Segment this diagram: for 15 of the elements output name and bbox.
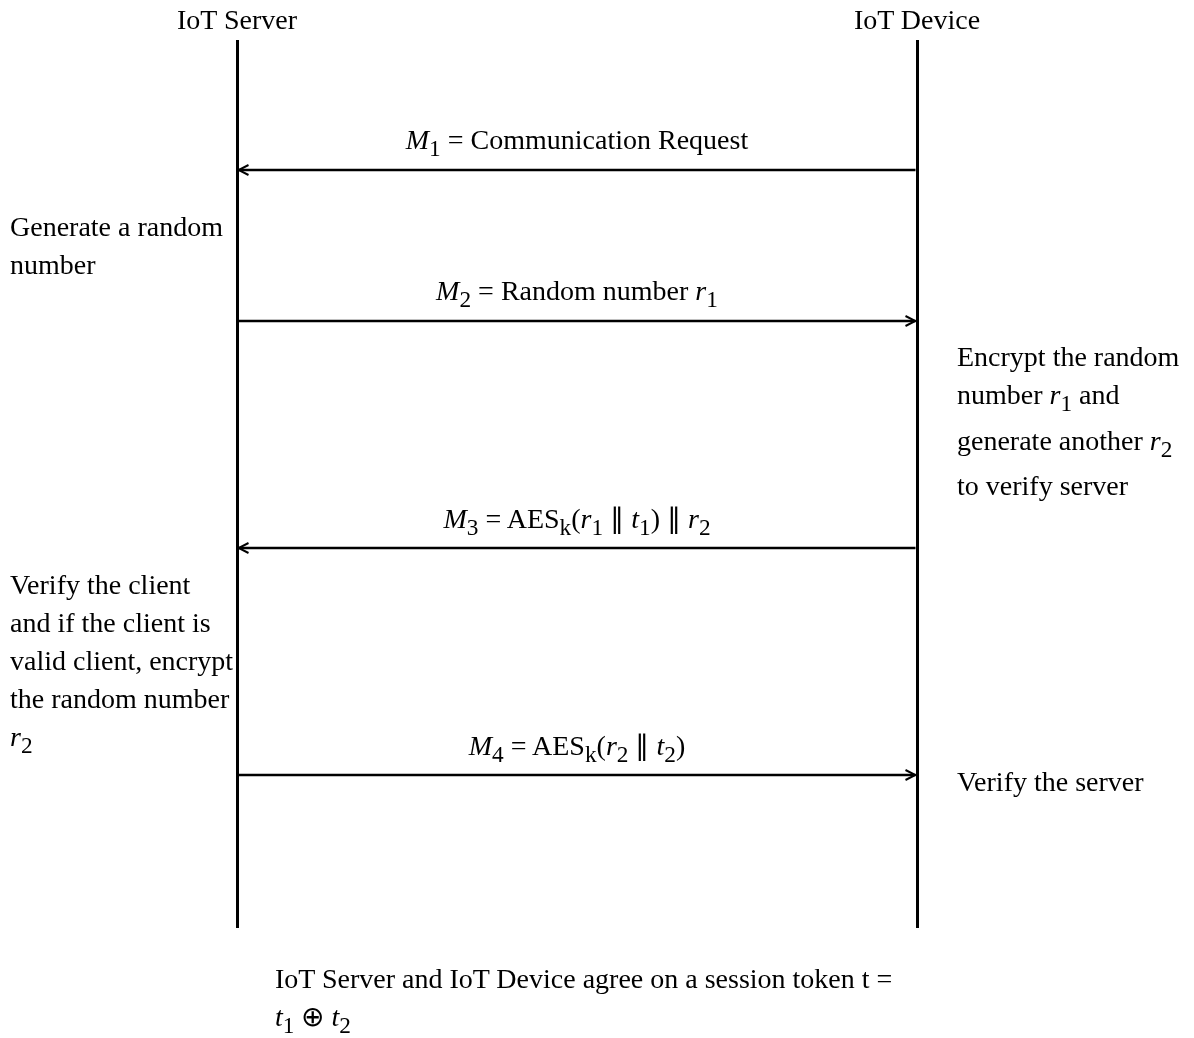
message-arrow <box>237 542 916 554</box>
message-arrow <box>237 164 916 176</box>
step-note: Encrypt the random number r$_{1}$ and generate another r$_{2}$ to verify server <box>957 340 1181 504</box>
message-arrow <box>238 315 917 327</box>
message-label: M$_{1}$ = Communication Request <box>405 124 749 162</box>
participant-label: IoT Device <box>852 4 982 36</box>
message-arrow <box>238 769 917 781</box>
step-note: Generate a random number <box>10 210 224 282</box>
caption: IoT Server and IoT Device agree on a session token t = t$_{1}$ ⊕ t$_{2}$ <box>275 962 894 1038</box>
message-label: M$_{4}$ = AES$_{k}$(r$_{2}$ ∥ t$_{2}$) <box>468 729 686 768</box>
step-note: Verify the client and if the client is valid client, encrypt the random number r$_{2}$ <box>10 568 235 760</box>
message-label: M$_{3}$ = AES$_{k}$(r$_{1}$ ∥ t$_{1}$) ∥ r$_{2}$ <box>443 502 711 541</box>
message-label: M$_{2}$ = Random number r$_{1}$ <box>436 275 718 313</box>
step-note: Verify the server <box>957 765 1145 799</box>
participant-label: IoT Server <box>176 4 298 36</box>
